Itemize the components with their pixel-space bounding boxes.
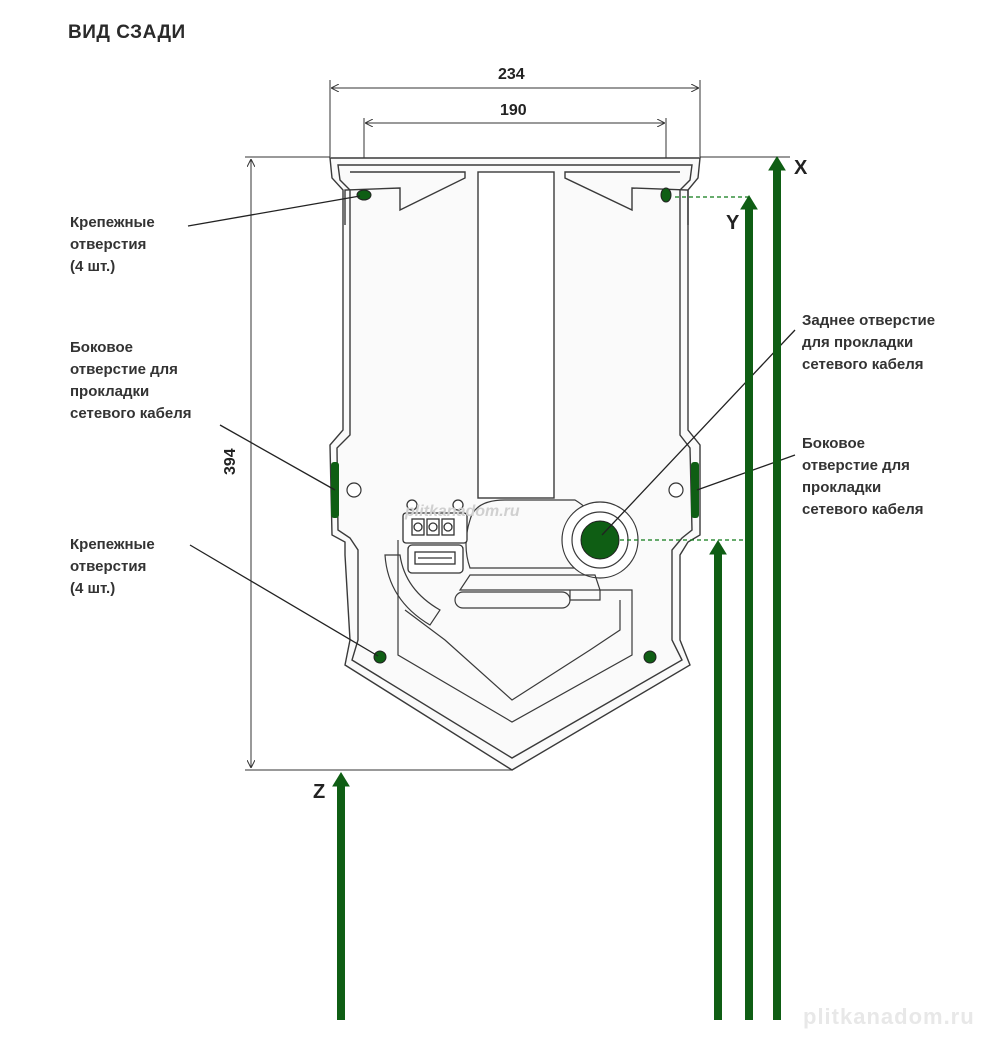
rear-axis-arrowhead — [709, 540, 727, 555]
reference-dashes — [620, 196, 752, 541]
label-mounting-holes-bottom: Крепежные отверстия (4 шт.) — [70, 536, 155, 597]
rear-axis-bar — [714, 552, 722, 1020]
label-side-hole-right: Боковое отверстие для прокладки сетевого… — [802, 435, 924, 518]
rear-cable-hole — [580, 520, 620, 560]
mounting-hole-top-left — [356, 189, 372, 201]
axis-arrows — [332, 156, 786, 1020]
dimension-lines — [245, 80, 790, 771]
watermark-center: plitkanadom.ru — [405, 503, 520, 520]
axis-x-label: X — [794, 157, 808, 179]
dimension-inner-width: 190 — [500, 102, 527, 119]
boiler-housing — [329, 157, 701, 771]
terminal-block — [402, 499, 468, 574]
x-axis-bar — [773, 168, 781, 1020]
watermark-corner: plitkanadom.ru — [803, 1004, 975, 1029]
page-title: ВИД СЗАДИ — [68, 22, 186, 43]
dimension-outer-width: 234 — [498, 66, 525, 83]
z-axis-bar — [337, 784, 345, 1020]
right-small-hole — [668, 482, 684, 498]
x-axis-arrowhead — [768, 156, 786, 171]
mounting-hole-top-right — [660, 187, 672, 203]
leader-lines — [187, 195, 796, 657]
axis-y-label: Y — [726, 212, 740, 234]
label-side-hole-left: Боковое отверстие для прокладки сетевого… — [70, 339, 192, 422]
y-axis-arrowhead — [740, 195, 758, 210]
y-axis-bar — [745, 207, 753, 1020]
label-mounting-holes-top: Крепежные отверстия (4 шт.) — [70, 214, 155, 275]
z-axis-arrowhead — [332, 772, 350, 787]
dimension-height: 394 — [222, 448, 239, 475]
mounting-hole-bottom-right — [643, 650, 657, 664]
left-small-hole — [346, 482, 362, 498]
side-cable-hole-right — [691, 462, 699, 518]
label-rear-hole: Заднее отверстие для прокладки сетевого … — [802, 312, 936, 373]
mounting-hole-bottom-left — [373, 650, 387, 664]
axis-z-label: Z — [313, 781, 326, 803]
